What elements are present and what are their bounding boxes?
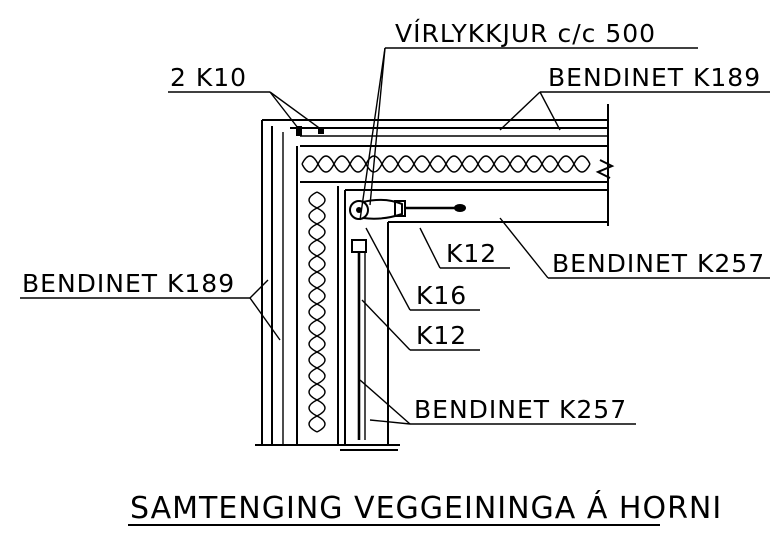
label-mesh-k189-top: BENDINET K189: [548, 63, 761, 92]
label-2k10: 2 K10: [170, 63, 247, 92]
label-mesh-k257-right: BENDINET K257: [552, 249, 765, 278]
top-insulation: [301, 155, 591, 173]
label-k12-horizontal: K12: [446, 239, 497, 268]
top-wall: [262, 104, 615, 226]
wire-loop-connection: [349, 198, 466, 440]
label-mesh-k257-bottom: BENDINET K257: [414, 395, 627, 424]
label-k12-vertical: K12: [416, 321, 467, 350]
label-k16: K16: [416, 281, 467, 310]
corner-rebar-2k10: [296, 126, 324, 136]
drawing-title: SAMTENGING VEGGEININGA Á HORNI: [130, 490, 722, 526]
left-insulation: [308, 191, 326, 433]
label-mesh-k189-left: BENDINET K189: [22, 269, 235, 298]
left-wall: [255, 120, 400, 451]
label-wire-loops: VÍRLYKKJUR c/c 500: [395, 19, 656, 48]
leader-lines: [20, 47, 770, 425]
